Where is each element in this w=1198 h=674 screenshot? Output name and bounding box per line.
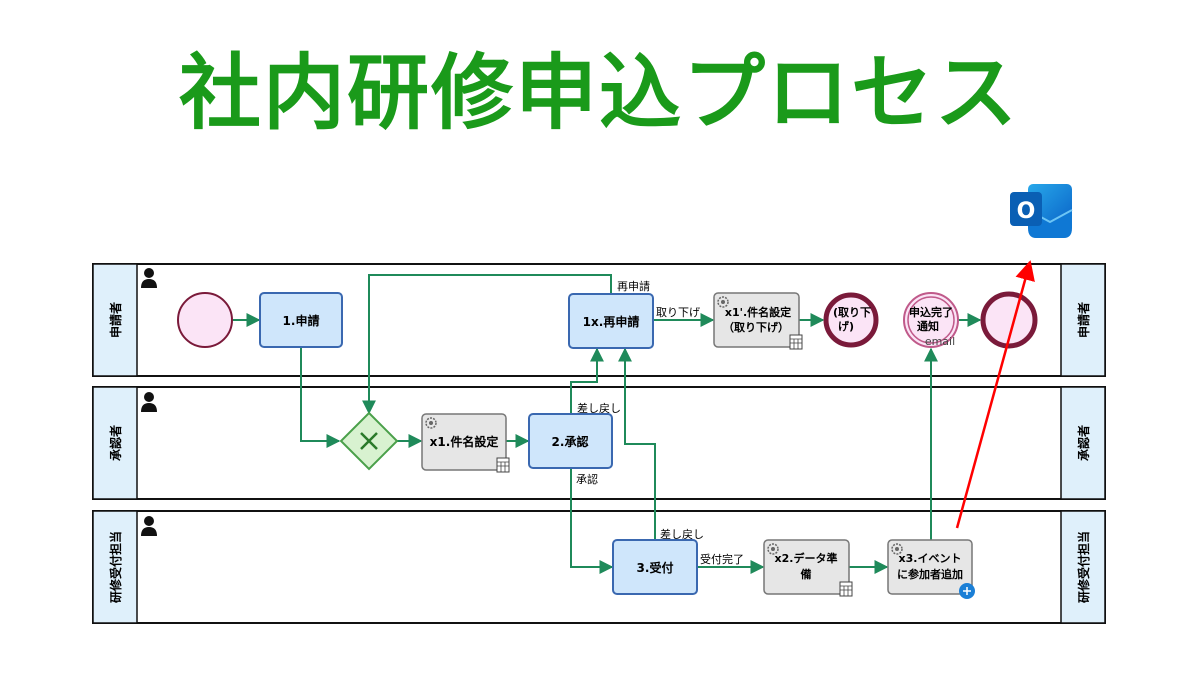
- lane-label-left: 研修受付担当: [108, 531, 123, 603]
- task-reception[interactable]: 3.受付: [612, 539, 698, 595]
- task-subject-setting-label: x1.件名設定: [430, 434, 499, 449]
- event-notify-line2: 通知: [917, 319, 939, 333]
- task-withdraw-subject-line1: x1'.件名設定: [725, 305, 791, 319]
- flow-approve-reapply: [570, 347, 604, 414]
- task-reapply-label: 1x.再申請: [583, 314, 640, 329]
- task-subject-setting[interactable]: x1.件名設定: [421, 413, 510, 473]
- task-apply-label: 1.申請: [283, 313, 320, 328]
- task-approve[interactable]: 2.承認: [528, 413, 613, 469]
- flow-reception-reapply: [618, 347, 656, 540]
- lane-label-right: 承認者: [1076, 425, 1091, 461]
- gear-icon: [717, 296, 729, 308]
- flow-label-sendback-reception: 差し戻し: [660, 527, 704, 541]
- page-title: 社内研修申込プロセス: [178, 45, 1019, 141]
- end-event[interactable]: [980, 291, 1038, 349]
- task-data-prep[interactable]: x2.データ準 備: [763, 539, 853, 597]
- outlook-icon: O: [1010, 184, 1073, 238]
- flow-approve-reception: [570, 468, 614, 574]
- gear-icon: [891, 543, 903, 555]
- lane-label-left: 申請者: [108, 302, 123, 338]
- end-event-withdraw[interactable]: (取り下 げ): [823, 292, 879, 348]
- person-icon: [141, 392, 157, 412]
- end-event-withdraw-line1: (取り下: [833, 306, 871, 319]
- start-event[interactable]: [177, 292, 233, 348]
- flow-label-withdraw: 取り下げ: [656, 306, 700, 319]
- person-icon: [141, 516, 157, 536]
- outlook-icon-letter: O: [1017, 199, 1036, 224]
- gear-icon: [425, 417, 437, 429]
- lane-label-left: 承認者: [108, 425, 123, 461]
- flow-apply-gateway: [300, 347, 341, 448]
- task-add-attendee-line2: に参加者追加: [897, 567, 963, 581]
- calculator-icon: [839, 581, 853, 597]
- calculator-icon: [496, 457, 510, 473]
- end-event-withdraw-line2: げ): [838, 319, 854, 333]
- task-data-prep-line1: x2.データ準: [775, 551, 838, 565]
- task-add-attendee-line1: x3.イベント: [899, 552, 962, 565]
- flow-label-reapply: 再申請: [617, 279, 650, 293]
- flow-reapply-gateway: [362, 274, 612, 415]
- event-notify-line1: 申込完了: [909, 305, 953, 319]
- person-icon: [141, 268, 157, 288]
- flow-label-sendback-approver: 差し戻し: [577, 401, 621, 415]
- task-apply[interactable]: 1.申請: [259, 292, 343, 348]
- annotation-arrow: [955, 260, 1035, 529]
- exclusive-gateway[interactable]: [339, 411, 399, 471]
- task-reapply[interactable]: 1x.再申請: [568, 293, 654, 349]
- lane-label-right: 研修受付担当: [1076, 531, 1091, 603]
- gear-icon: [767, 543, 779, 555]
- task-withdraw-subject-line2: （取り下げ）: [723, 320, 789, 334]
- lane-label-right: 申請者: [1076, 302, 1091, 338]
- task-data-prep-line2: 備: [801, 567, 812, 581]
- task-reception-label: 3.受付: [637, 560, 674, 575]
- task-withdraw-subject[interactable]: x1'.件名設定 （取り下げ）: [713, 292, 803, 350]
- event-notify-line3: email: [925, 335, 955, 348]
- task-add-attendee[interactable]: x3.イベント に参加者追加: [887, 539, 975, 599]
- flow-label-reception-done: 受付完了: [700, 552, 744, 566]
- connector-badge-icon: [959, 583, 975, 599]
- calculator-icon: [789, 334, 803, 350]
- flow-label-approved: 承認: [576, 472, 598, 486]
- task-approve-label: 2.承認: [552, 434, 589, 449]
- event-notify-email[interactable]: 申込完了 通知 email: [903, 292, 959, 348]
